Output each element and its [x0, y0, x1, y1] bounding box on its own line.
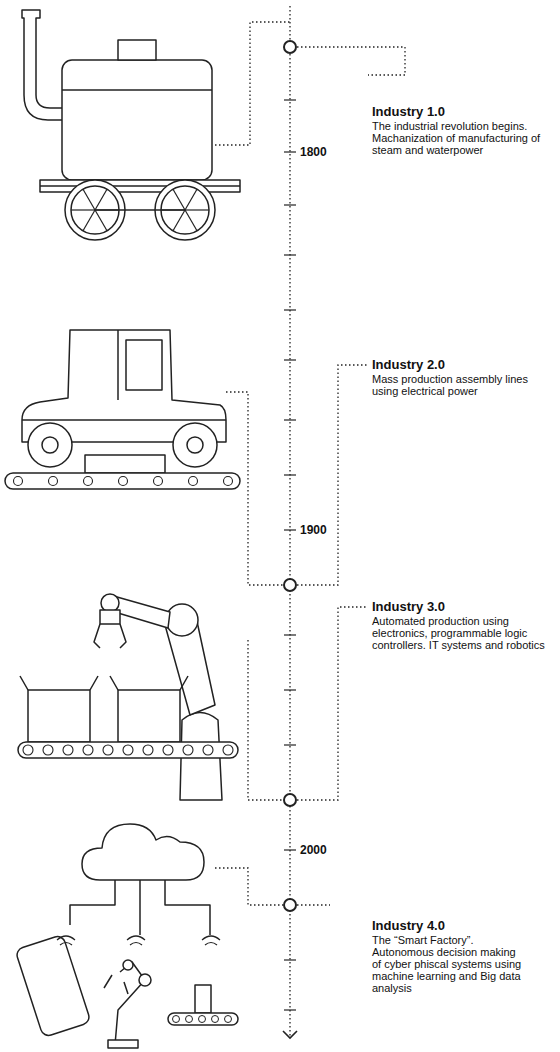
era-title: Industry 3.0 [372, 599, 554, 614]
year-label: 1800 [298, 145, 329, 159]
era-title: Industry 2.0 [372, 357, 554, 372]
era-description: The industrial revolution begins. Machan… [372, 120, 554, 156]
year-label: 1900 [298, 523, 329, 537]
era-description: The “Smart Factory”. Autonomous decision… [372, 934, 522, 994]
year-label: 2000 [298, 843, 329, 857]
era-description: Automated production using electronics, … [372, 615, 554, 651]
era-title: Industry 4.0 [372, 918, 554, 933]
era-title: Industry 1.0 [372, 104, 554, 119]
era-description: Mass production assembly lines using ele… [372, 373, 554, 397]
